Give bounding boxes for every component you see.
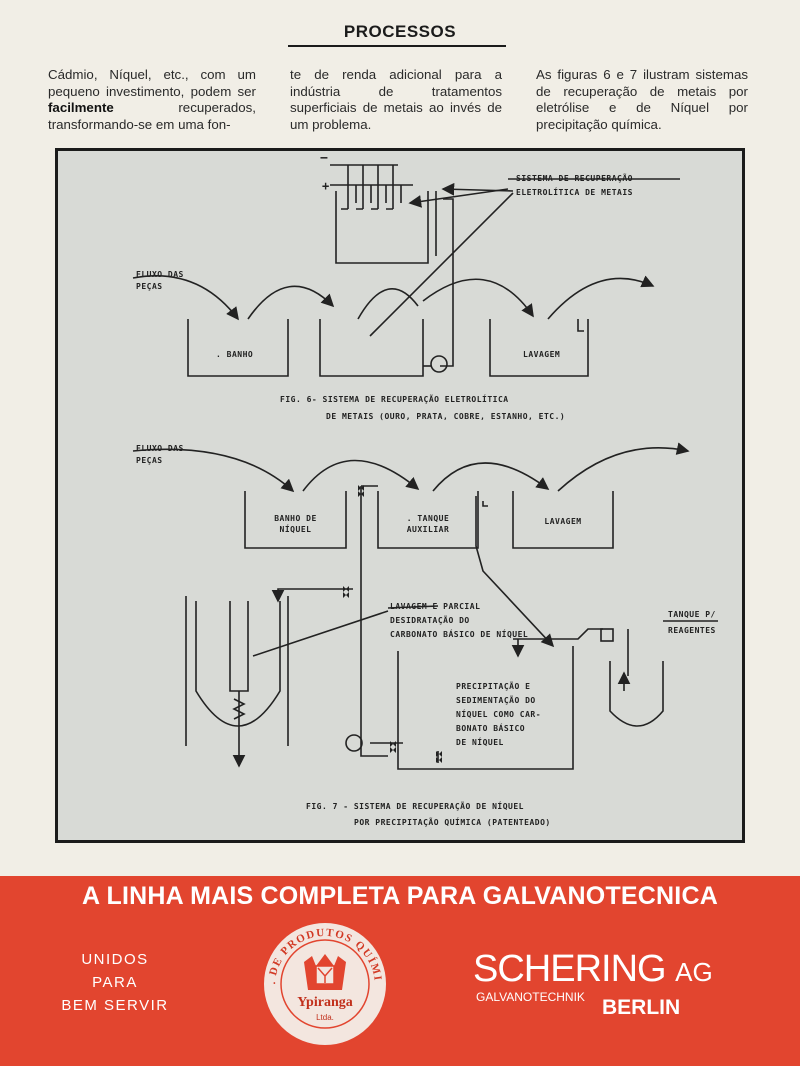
fig7-wash-label-3: CARBONATO BÁSICO DE NÍQUEL (390, 630, 529, 639)
fig7-tank-nickel-label-2: NÍQUEL (279, 525, 312, 534)
pump-fig6 (430, 355, 448, 373)
text-column-1: Cádmio, Níquel, etc., com um pequeno inv… (48, 67, 256, 133)
text-col1-part-b: recuperados, transformando-se em uma fon… (48, 100, 256, 132)
fig7-reagent-label-1: TANQUE P/ (668, 610, 716, 619)
fig7-caption-2: POR PRECIPITAÇÃO QUÍMICA (PATENTEADO) (354, 818, 551, 827)
fig7-tank-aux-label-1: . TANQUE (406, 514, 450, 523)
tank-aux-fig7 (377, 491, 479, 549)
valve-bottom (390, 741, 396, 753)
ypiranga-seal: IND. DE PRODUTOS QUÍMICOS Ypiranga Ltda. (256, 920, 388, 1047)
text-column-3: As figuras 6 e 7 ilustram sistemas de re… (536, 67, 748, 132)
seal-brand-text: Ypiranga (297, 995, 353, 1010)
fig7-flow-label-2: PEÇAS (136, 456, 163, 465)
fig7-tank-aux-label-2: AUXILIAR (406, 525, 450, 534)
slogan: UNIDOS PARA BEM SERVIR (40, 948, 190, 1017)
crest-icon (304, 954, 346, 990)
footer-banner (0, 876, 800, 1066)
separator-vessel (185, 596, 289, 746)
diagram-lines (132, 164, 718, 770)
tank-center-fig6 (319, 319, 424, 377)
valve-side (343, 586, 349, 598)
fig6-tank-rinse-label: LAVAGEM (523, 350, 561, 359)
brand-logo: SCHERING AG (473, 948, 713, 991)
tank-bath-fig6 (187, 319, 289, 377)
page-title: PROCESSOS (343, 22, 457, 41)
fig6-tank-bath-label: . BANHO (216, 350, 254, 359)
fig7-caption-1: FIG. 7 - SISTEMA DE RECUPERAÇÃO DE NÍQUE… (306, 802, 524, 811)
fig6-system-label-2: ELETROLÍTICA DE METAIS (516, 188, 633, 197)
brand-city: BERLIN (602, 996, 681, 1019)
slogan-line-2: PARA (92, 974, 138, 991)
fig7-tank-nickel-label-1: BANHO DE (274, 514, 317, 523)
fig7-precip-label-1: PRECIPITAÇÃO E (456, 682, 531, 691)
tank-rinse-fig6 (489, 319, 589, 377)
fig6-caption-1: FIG. 6- SISTEMA DE RECUPERAÇÃO ELETROLÍT… (280, 395, 509, 404)
page-header: PROCESSOS (0, 22, 800, 42)
reagent-tank (609, 661, 664, 727)
brand-subtitle: GALVANOTECHNIK (476, 990, 585, 1004)
valve-top (358, 485, 364, 497)
text-column-2: te de renda adicional para a indústria d… (290, 67, 502, 132)
fig6-system-label-1: SISTEMA DE RECUPERAÇÃO (516, 174, 633, 183)
fig7-wash-label-2: DESIDRATAÇÃO DO (390, 616, 470, 625)
slogan-line-1: UNIDOS (81, 951, 149, 968)
fig7-wash-label-1: LAVAGEM E PARCIAL (390, 602, 481, 611)
brand-suffix: AG (675, 957, 713, 987)
banner-headline: A LINHA MAIS COMPLETA PARA GALVANOTECNIC… (82, 882, 718, 910)
text-col1-part-a: Cádmio, Níquel, etc., com um pequeno inv… (48, 67, 256, 99)
process-diagram: − + SISTEMA DE RECUPERAÇÃO ELETROLÍTICA … (55, 148, 745, 843)
fig7-reagent-label-2: REAGENTES (668, 626, 716, 635)
seal-sub-text: Ltda. (316, 1013, 334, 1022)
precipitation-tank (397, 646, 574, 770)
fig6-caption-2: DE METAIS (OURO, PRATA, COBRE, ESTANHO, … (326, 412, 566, 421)
electrolytic-cell (335, 191, 429, 264)
tank-nickel-fig7 (244, 491, 347, 549)
fig6-flow-label-1: FLUXO DAS (136, 270, 184, 279)
fig7-flow-label-1: FLUXO DAS (136, 444, 184, 453)
positive-terminal: + (322, 179, 330, 193)
slogan-line-3: BEM SERVIR (61, 997, 169, 1014)
fig7-precip-label-3: NÍQUEL COMO CAR- (456, 710, 542, 719)
pump-fig7 (345, 734, 363, 752)
fig6-flow-label-2: PEÇAS (136, 282, 163, 291)
brand-name: SCHERING (473, 948, 667, 990)
fig7-precip-label-4: BONATO BÁSICO (456, 724, 526, 733)
title-underline (288, 45, 506, 47)
fig7-precip-label-2: SEDIMENTAÇÃO DO (456, 696, 536, 705)
fig7-precip-label-5: DE NÍQUEL (456, 738, 504, 747)
negative-terminal: − (320, 151, 329, 166)
cell-return-pipe (440, 198, 454, 367)
fig7-tank-rinse-label: LAVAGEM (544, 517, 582, 526)
tank-rinse-fig7 (512, 491, 614, 549)
text-col1-bold: facilmente (48, 100, 114, 115)
